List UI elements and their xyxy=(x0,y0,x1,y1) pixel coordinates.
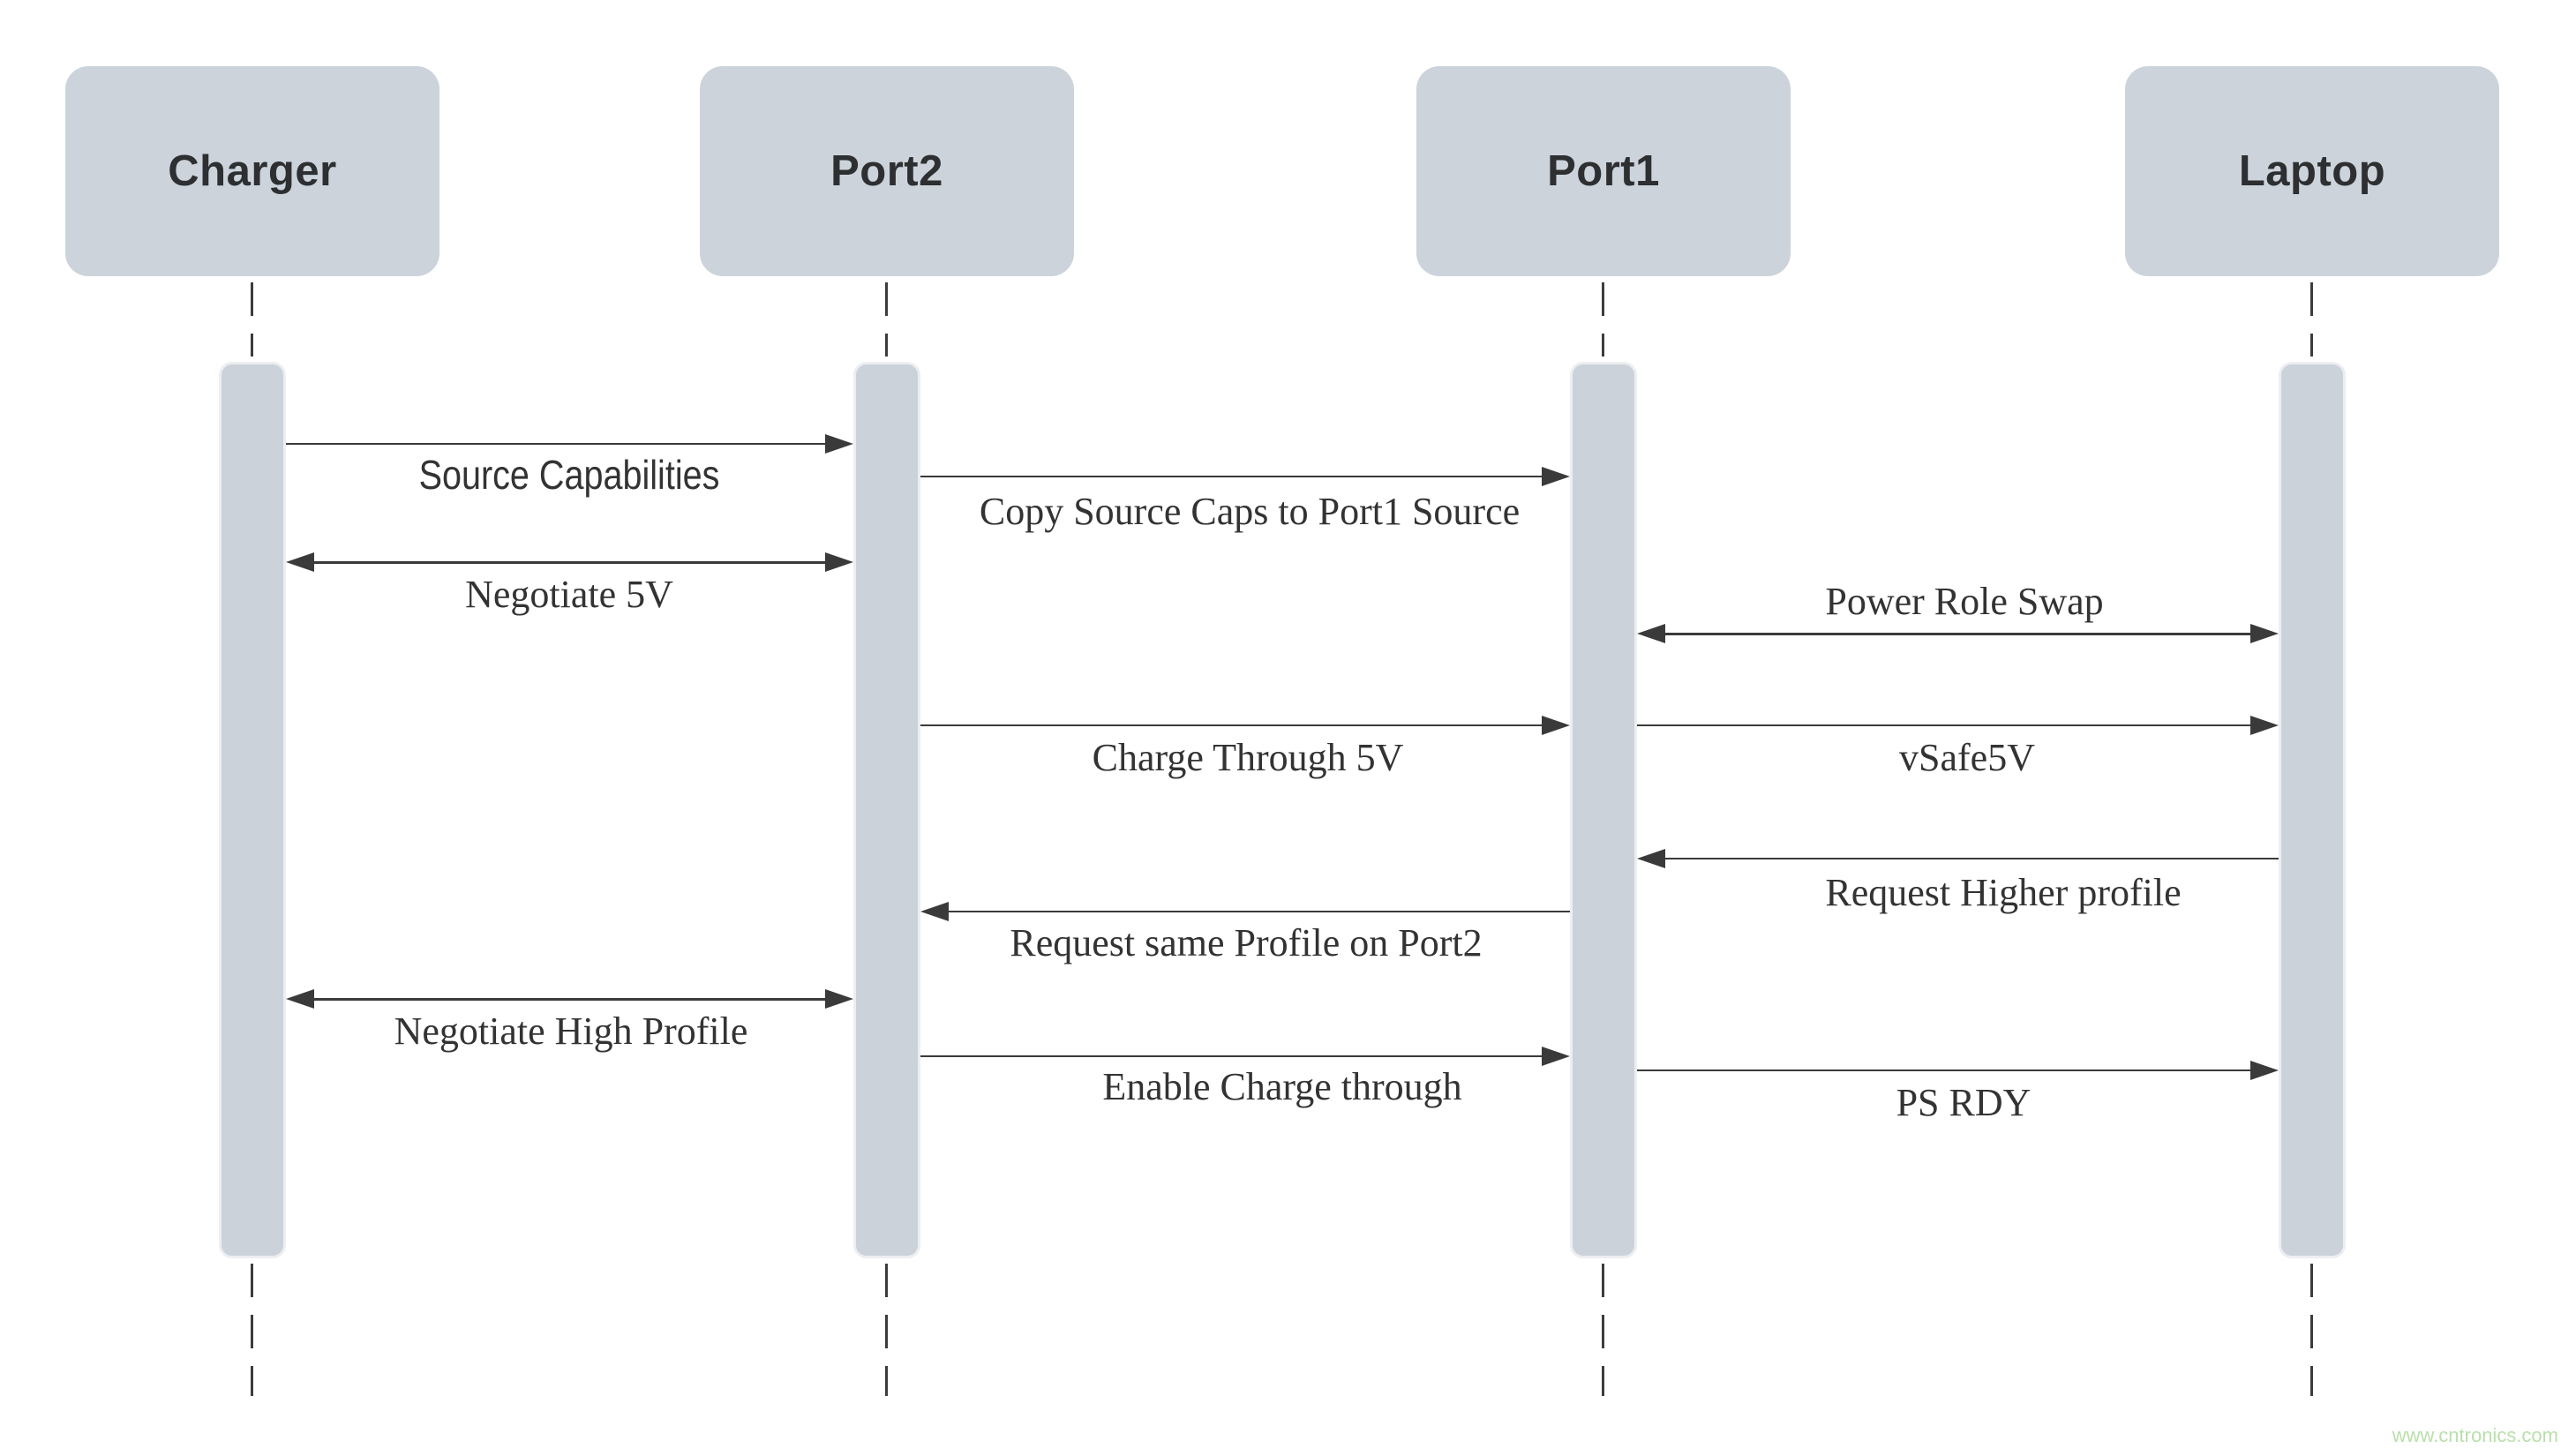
actor-box-laptop: Laptop xyxy=(2125,66,2499,276)
lifeline-port2-bottom xyxy=(885,1264,888,1396)
message-line xyxy=(1637,724,2252,726)
message-label: Negotiate 5V xyxy=(465,573,673,616)
message-label: vSafe5V xyxy=(1899,736,2035,779)
actor-box-charger: Charger xyxy=(65,66,439,276)
arrowhead-right-icon xyxy=(2250,716,2279,735)
arrowhead-left-icon xyxy=(286,989,314,1009)
message-line xyxy=(1664,633,2252,635)
arrowhead-right-icon xyxy=(1542,467,1570,486)
activation-bar-laptop xyxy=(2279,362,2346,1258)
arrowhead-right-icon xyxy=(1542,716,1570,735)
message-line xyxy=(286,443,827,445)
activation-bar-port2 xyxy=(853,362,920,1258)
arrowhead-right-icon xyxy=(1542,1047,1570,1066)
watermark-text: www.cntronics.com xyxy=(2392,1424,2558,1446)
message-label: PS RDY xyxy=(1896,1081,2032,1124)
lifeline-charger-top xyxy=(251,282,253,356)
arrowhead-right-icon xyxy=(2250,1061,2279,1080)
arrowhead-left-icon xyxy=(1637,849,1665,868)
arrowhead-left-icon xyxy=(1637,624,1665,643)
message-line xyxy=(1664,858,2279,859)
message-line xyxy=(920,476,1543,477)
lifeline-laptop-bottom xyxy=(2310,1264,2313,1396)
message-line xyxy=(312,561,827,564)
message-line xyxy=(1637,1069,2252,1071)
actor-label-charger: Charger xyxy=(168,147,337,195)
arrowhead-right-icon xyxy=(825,989,853,1009)
arrowhead-left-icon xyxy=(920,902,949,921)
lifeline-laptop-top xyxy=(2310,282,2313,356)
arrowhead-right-icon xyxy=(825,434,853,454)
actor-label-port2: Port2 xyxy=(830,147,943,195)
message-label: Source Capabilities xyxy=(418,452,720,498)
message-label: Negotiate High Profile xyxy=(394,1009,748,1053)
actor-box-port2: Port2 xyxy=(700,66,1074,276)
message-line xyxy=(312,998,827,1001)
arrowhead-left-icon xyxy=(286,552,314,572)
message-label: Enable Charge through xyxy=(1102,1065,1462,1108)
message-line xyxy=(920,724,1543,726)
actor-label-laptop: Laptop xyxy=(2238,147,2386,195)
actor-label-port1: Port1 xyxy=(1547,147,1660,195)
lifeline-charger-bottom xyxy=(251,1264,253,1396)
message-line xyxy=(920,1055,1543,1057)
activation-bar-port1 xyxy=(1570,362,1637,1258)
message-label: Request same Profile on Port2 xyxy=(1010,921,1483,964)
message-label: Request Higher profile xyxy=(1825,871,2182,914)
activation-bar-charger xyxy=(219,362,286,1258)
arrowhead-right-icon xyxy=(825,552,853,572)
arrowhead-right-icon xyxy=(2250,624,2279,643)
message-line xyxy=(949,911,1570,912)
message-label: Power Role Swap xyxy=(1825,580,2104,623)
message-label: Charge Through 5V xyxy=(1092,736,1404,779)
actor-box-port1: Port1 xyxy=(1416,66,1791,276)
lifeline-port1-top xyxy=(1602,282,1604,356)
lifeline-port2-top xyxy=(885,282,888,356)
message-label: Copy Source Caps to Port1 Source xyxy=(979,490,1521,533)
lifeline-port1-bottom xyxy=(1602,1264,1604,1396)
